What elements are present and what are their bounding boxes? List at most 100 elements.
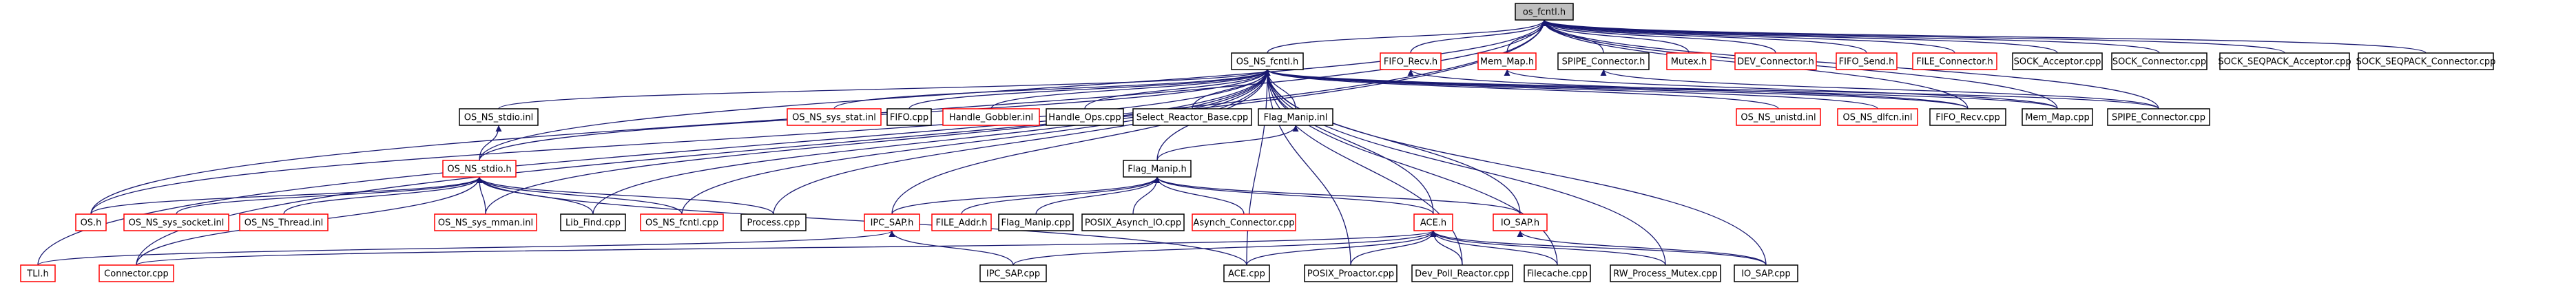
- edge-handle-ops-cpp-to-os-ns-fcntl-h: [1084, 69, 1271, 109]
- node-flag-manip-h[interactable]: Flag_Manip.h: [1123, 160, 1192, 178]
- node-file-addr-h[interactable]: FILE_Addr.h: [931, 213, 992, 231]
- node-mutex-h[interactable]: Mutex.h: [1666, 52, 1712, 70]
- node-os-ns-fcntl-h[interactable]: OS_NS_fcntl.h: [1231, 52, 1304, 70]
- node-box: [1132, 108, 1252, 126]
- node-box: [979, 264, 1047, 282]
- node-lib-find-cpp[interactable]: Lib_Find.cpp: [560, 213, 626, 231]
- node-flag-manip-inl[interactable]: Flag_Manip.inl: [1258, 108, 1333, 126]
- node-io-sap-h[interactable]: IO_SAP.h: [1493, 213, 1548, 231]
- node-fifo-recv-h[interactable]: FIFO_Recv.h: [1380, 52, 1442, 70]
- node-handle-ops-cpp[interactable]: Handle_Ops.cpp: [1046, 108, 1124, 126]
- node-box: [434, 213, 537, 231]
- node-ipc-sap-cpp[interactable]: IPC_SAP.cpp: [979, 264, 1047, 282]
- edge-os-ns-sys-stat-inl-to-os-ns-fcntl-h: [833, 69, 1271, 109]
- node-rw-process-mutex-cpp[interactable]: RW_Process_Mutex.cpp: [1610, 264, 1721, 282]
- node-os-ns-fcntl-cpp[interactable]: OS_NS_fcntl.cpp: [640, 213, 724, 231]
- node-label: OS_NS_sys_mman.inl: [438, 218, 533, 229]
- node-box: [1610, 264, 1721, 282]
- node-os-h[interactable]: OS.h: [75, 213, 107, 231]
- edge-os-ns-fcntl-cpp-to-os-ns-fcntl-h: [681, 69, 1271, 215]
- node-box: [931, 213, 992, 231]
- node-box: [2012, 52, 2103, 70]
- node-box: [1411, 264, 1513, 282]
- node-spipe-connector-cpp[interactable]: SPIPE_Connector.cpp: [2107, 108, 2210, 126]
- node-handle-gobbler-inl[interactable]: Handle_Gobbler.inl: [942, 108, 1040, 126]
- node-os-ns-sys-mman-inl[interactable]: OS_NS_sys_mman.inl: [434, 213, 537, 231]
- edge-os-ns-stdio-h-to-os-ns-stdio-inl: [479, 125, 502, 161]
- node-sock-seqpack-acceptor-cpp[interactable]: SOCK_SEQPACK_Acceptor.cpp: [2218, 52, 2351, 70]
- node-ipc-sap-h[interactable]: IPC_SAP.h: [864, 213, 920, 231]
- node-os-ns-sys-stat-inl[interactable]: OS_NS_sys_stat.inl: [787, 108, 882, 126]
- node-connector-cpp[interactable]: Connector.cpp: [98, 264, 174, 282]
- node-os-ns-stdio-h[interactable]: OS_NS_stdio.h: [442, 160, 517, 178]
- node-sock-acceptor-cpp[interactable]: SOCK_Acceptor.cpp: [2012, 52, 2103, 70]
- node-posix-asynch-io-cpp[interactable]: POSIX_Asynch_IO.cpp: [1081, 213, 1185, 231]
- node-box: [560, 213, 626, 231]
- node-flag-manip-cpp[interactable]: Flag_Manip.cpp: [998, 213, 1074, 231]
- node-sock-connector-cpp[interactable]: SOCK_Connector.cpp: [2111, 52, 2208, 70]
- edge-os-ns-fcntl-h-to-root: [1267, 19, 1548, 54]
- node-box: [2107, 108, 2210, 126]
- node-filecache-cpp[interactable]: Filecache.cpp: [1524, 264, 1591, 282]
- edge-sock-acc-cpp-to-root: [1541, 19, 2058, 54]
- node-dev-poll-reactor-cpp[interactable]: Dev_Poll_Reactor.cpp: [1411, 264, 1513, 282]
- node-os-ns-thread-inl[interactable]: OS_NS_Thread.inl: [239, 213, 329, 231]
- node-io-sap-cpp[interactable]: IO_SAP.cpp: [1734, 264, 1798, 282]
- node-box: [459, 108, 539, 126]
- edge-os-h-to-os-ns-stdio-h: [90, 176, 483, 215]
- edge-os-h-to-os-ns-fcntl-h: [90, 69, 1271, 215]
- node-fifo-recv-cpp[interactable]: FIFO_Recv.cpp: [1929, 108, 2006, 126]
- node-os-ns-stdio-inl[interactable]: OS_NS_stdio.inl: [459, 108, 539, 126]
- node-file-connector-h[interactable]: FILE_Connector.h: [1912, 52, 1997, 70]
- node-mem-map-h[interactable]: Mem_Map.h: [1477, 52, 1537, 70]
- edge-flag-manip-h-to-flag-manip-inl: [1156, 125, 1299, 161]
- node-label: FIFO_Recv.h: [1384, 57, 1437, 67]
- edge-spipe-conn-cpp-to-spipe-conn-h: [1600, 69, 2159, 109]
- node-label: SPIPE_Connector.h: [1562, 57, 1645, 67]
- node-os-ns-dlfcn-inl[interactable]: OS_NS_dlfcn.inl: [1837, 108, 1918, 126]
- node-ace-h[interactable]: ACE.h: [1413, 213, 1453, 231]
- node-label: Dev_Poll_Reactor.cpp: [1415, 269, 1510, 280]
- node-asynch-connector-cpp[interactable]: Asynch_Connector.cpp: [1192, 213, 1296, 231]
- node-label: OS_NS_Thread.inl: [245, 218, 324, 229]
- node-box: [98, 264, 174, 282]
- node-posix-proactor-cpp[interactable]: POSIX_Proactor.cpp: [1304, 264, 1398, 282]
- node-select-reactor-base-cpp[interactable]: Select_Reactor_Base.cpp: [1132, 108, 1252, 126]
- node-os-fcntl-h[interactable]: os_fcntl.h: [1515, 3, 1574, 21]
- node-label: OS.h: [81, 218, 102, 229]
- node-label: FIFO.cpp: [890, 113, 928, 123]
- edge-os-ns-sys-socket-inl-to-os-ns-stdio-h: [176, 176, 483, 215]
- node-label: Handle_Ops.cpp: [1048, 113, 1121, 123]
- node-label: Connector.cpp: [104, 269, 169, 280]
- edge-os-ns-stdio-h-to-root: [479, 19, 1548, 161]
- node-os-ns-sys-socket-inl[interactable]: OS_NS_sys_socket.inl: [123, 213, 229, 231]
- edge-rw-process-mutex-cpp-to-os-ns-fcntl-h: [1264, 69, 1666, 266]
- node-spipe-connector-h[interactable]: SPIPE_Connector.h: [1557, 52, 1650, 70]
- edge-dev-poll-reactor-cpp-to-ace-h: [1430, 230, 1463, 266]
- edge-posix-proactor-cpp-to-os-ns-fcntl-h: [1264, 69, 1351, 266]
- edge-os-ns-unistd-inl-to-os-ns-fcntl-h: [1264, 69, 1779, 109]
- node-os-ns-unistd-inl[interactable]: OS_NS_unistd.inl: [1736, 108, 1821, 126]
- edge-connector-cpp-to-root: [136, 19, 1548, 266]
- node-process-cpp[interactable]: Process.cpp: [740, 213, 807, 231]
- node-dev-connector-h[interactable]: DEV_Connector.h: [1734, 52, 1817, 70]
- node-box: [1493, 213, 1548, 231]
- node-fifo-send-h[interactable]: FIFO_Send.h: [1836, 52, 1898, 70]
- edge-os-ns-dlfcn-inl-to-os-ns-fcntl-h: [1264, 69, 1878, 109]
- edge-os-ns-thread-inl-to-os-ns-stdio-h: [283, 176, 483, 215]
- edge-process-cpp-to-os-ns-fcntl-h: [773, 69, 1271, 215]
- node-tli-h[interactable]: TLI.h: [20, 264, 56, 282]
- node-label: IO_SAP.h: [1501, 218, 1539, 229]
- node-label: IPC_SAP.h: [871, 218, 914, 229]
- node-label: OS_NS_sys_stat.inl: [792, 113, 876, 123]
- node-mem-map-cpp[interactable]: Mem_Map.cpp: [2022, 108, 2093, 126]
- node-fifo-cpp[interactable]: FIFO.cpp: [886, 108, 932, 126]
- node-box: [239, 213, 329, 231]
- edge-dev-poll-reactor-cpp-to-os-ns-fcntl-h: [1264, 69, 1463, 266]
- edge-os-ns-stdio-inl-to-os-ns-fcntl-h: [498, 69, 1271, 109]
- node-box: [1666, 52, 1712, 70]
- node-sock-seqpack-connector-cpp[interactable]: SOCK_SEQPACK_Connector.cpp: [2356, 52, 2496, 70]
- node-box: [1231, 52, 1304, 70]
- node-ace-cpp[interactable]: ACE.cpp: [1223, 264, 1270, 282]
- node-box: [1736, 108, 1821, 126]
